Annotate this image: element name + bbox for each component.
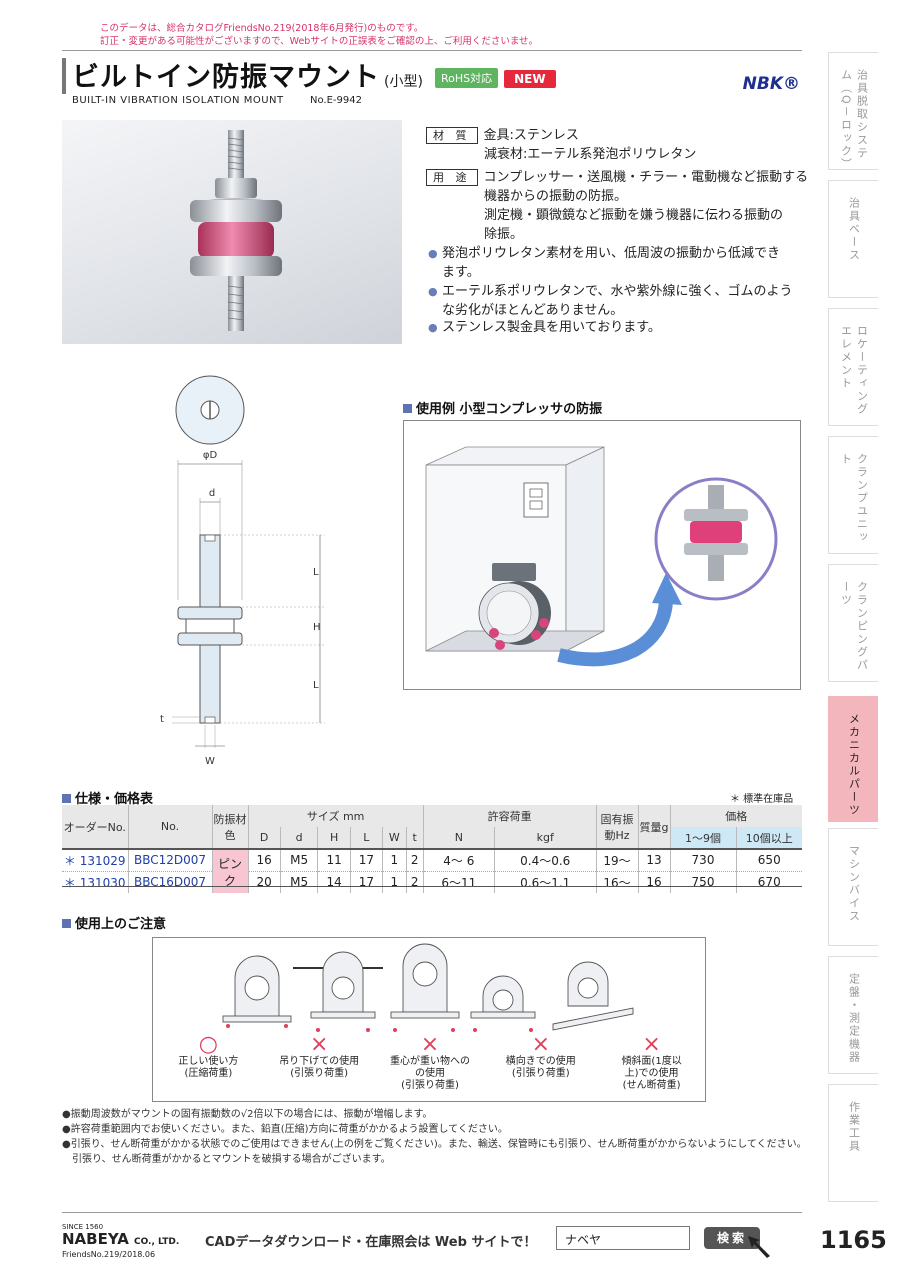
material-color: ピンク bbox=[212, 849, 249, 893]
catalog-notice: このデータは、総合カタログFriendsNo.219(2018年6月発行)のもの… bbox=[100, 23, 539, 47]
table-bottom-rule bbox=[62, 886, 802, 887]
sidebar-tab-clamping-parts[interactable]: クランピングパーツ bbox=[828, 564, 878, 682]
feature-item: ステンレス製金具を用いております。 bbox=[428, 318, 804, 337]
sidebar-tab-mechanical-parts[interactable]: メカニカルパーツ bbox=[828, 696, 878, 822]
page-number: 1165 bbox=[820, 1226, 887, 1254]
title-rule bbox=[62, 50, 802, 51]
dimension-drawing: φD d L H L t W bbox=[160, 375, 325, 767]
dim-phiD: φD bbox=[203, 450, 218, 461]
note-line: ●許容荷重範囲内でお使いください。また、鉛直(圧縮)方向に荷重がかかるよう設置し… bbox=[62, 1124, 508, 1135]
spec-table: オーダーNo. No. 防振材色 サイズ mm 許容荷重 固有振動Hz 質量g … bbox=[62, 805, 802, 893]
caution-item-sideways: × 横向きでの使用(引張り荷重) bbox=[505, 1032, 576, 1080]
caution-item-slope: × 傾斜面(1度以上)での使用(せん断荷重) bbox=[621, 1032, 682, 1092]
company-logo: SINCE 1560 NABEYA CO., LTD. FriendsNo.21… bbox=[62, 1223, 180, 1259]
col-freq: 固有振動Hz bbox=[596, 805, 639, 849]
dim-d: d bbox=[209, 488, 215, 499]
caution-item-correct: ○ 正しい使い方(圧縮荷重) bbox=[178, 1032, 239, 1080]
material-tag: 材 質 bbox=[426, 127, 478, 144]
search-button[interactable]: 検索 bbox=[704, 1227, 760, 1249]
dim-W: W bbox=[205, 756, 215, 767]
caution-heading: 使用上のご注意 bbox=[62, 913, 166, 932]
sidebar-tab-locating[interactable]: ロケーティングエレメント bbox=[828, 308, 878, 426]
example-heading: 使用例 小型コンプレッサの防振 bbox=[403, 398, 602, 417]
material-spec: 材 質金具:ステンレス 減衰材:エーテル系発泡ポリウレタン bbox=[426, 126, 696, 164]
table-row: ＊ 131030 BBC16D007 20 M5 14 17 1 2 6～11 … bbox=[62, 870, 802, 893]
search-input[interactable]: ナベヤ bbox=[556, 1226, 690, 1250]
col-mass: 質量g bbox=[638, 805, 671, 849]
note-line: ●振動周波数がマウントの固有振動数の√2倍以下の場合には、振動が増幅します。 bbox=[62, 1109, 433, 1120]
mount-photo-icon bbox=[190, 130, 282, 331]
note-line: 引張り、せん断荷重がかかるとマウントを破損する場合がございます。 bbox=[62, 1154, 391, 1165]
table-row: ＊ 131029 BBC12D007 ピンク 16 M5 11 17 1 2 4… bbox=[62, 849, 802, 893]
new-badge: NEW bbox=[504, 70, 556, 88]
note-line: ●引張り、せん断荷重がかかる状態でのご使用はできません(上の例をご覧ください)。… bbox=[62, 1139, 807, 1150]
stock-note: ＊ 標準在庫品 bbox=[730, 794, 794, 805]
page-title: ビルトイン防振マウント bbox=[72, 62, 380, 93]
cad-banner: CADデータダウンロード・在庫照会は Web サイトで！ bbox=[205, 1235, 537, 1250]
product-number: No.E-9942 bbox=[310, 95, 362, 106]
col-size: サイズ mm bbox=[248, 805, 424, 827]
cursor-arrow-icon bbox=[748, 1236, 770, 1258]
caution-illustrations: ○ 正しい使い方(圧縮荷重) × 吊り下げての使用(引張り荷重) × 重心が重い… bbox=[152, 937, 706, 1102]
compressor-illustration-icon bbox=[425, 446, 778, 667]
english-title: BUILT-IN VIBRATION ISOLATION MOUNT bbox=[72, 95, 284, 106]
sidebar-tab-measuring[interactable]: 定盤・測定機器 bbox=[828, 956, 878, 1074]
brand-logo: NBK® bbox=[742, 74, 800, 94]
example-illustration bbox=[403, 420, 801, 690]
col-load: 許容荷重 bbox=[423, 805, 597, 827]
mount-usage-diagrams-icon bbox=[222, 943, 634, 1032]
dim-t: t bbox=[160, 714, 164, 725]
title-bar: ビルトイン防振マウント (小型) RoHS対応 NEW NBK® bbox=[62, 58, 802, 94]
sidebar-tab-jig-base[interactable]: 治具ベース bbox=[828, 180, 878, 298]
title-size: (小型) bbox=[384, 74, 423, 90]
sidebar-tab-clamp-unit[interactable]: クランプユニット bbox=[828, 436, 878, 554]
sidebar-tab-tools[interactable]: 作業工具 bbox=[828, 1084, 878, 1202]
usage-tag: 用 途 bbox=[426, 169, 478, 186]
rohs-badge: RoHS対応 bbox=[434, 68, 499, 88]
spec-heading: 仕様・価格表 bbox=[62, 788, 153, 807]
feature-item: エーテル系ポリウレタンで、水や紫外線に強く、ゴムのような劣化がほとんどありません… bbox=[428, 282, 804, 320]
product-photo bbox=[62, 120, 402, 344]
caution-item-hanging: × 吊り下げての使用(引張り荷重) bbox=[279, 1032, 360, 1080]
sidebar-tab-machine-vise[interactable]: マシンバイス bbox=[828, 828, 878, 946]
col-no: No. bbox=[128, 805, 213, 849]
usage-spec: 用 途コンプレッサー・送風機・チラー・電動機など振動する 機器からの振動の防振。… bbox=[426, 168, 808, 244]
sidebar-tab-qlock[interactable]: 治具脱取システム（Q－ロック） bbox=[828, 52, 878, 171]
caution-item-high-center: × 重心が重い物へのの使用(引張り荷重) bbox=[389, 1032, 470, 1092]
col-material: 防振材色 bbox=[212, 805, 249, 849]
footer-rule bbox=[62, 1212, 802, 1213]
col-price: 価格 bbox=[670, 805, 802, 827]
dim-L-top: L bbox=[313, 567, 319, 578]
dim-L-bottom: L bbox=[313, 680, 319, 691]
col-order: オーダーNo. bbox=[62, 805, 129, 849]
dim-H: H bbox=[313, 622, 321, 633]
